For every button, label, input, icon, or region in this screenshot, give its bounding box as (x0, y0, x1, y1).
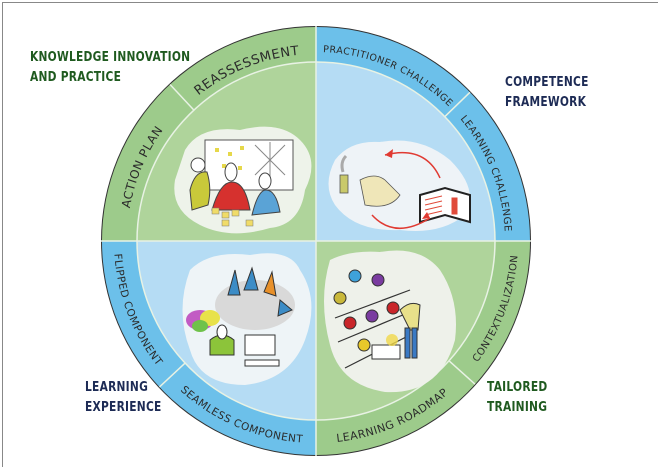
illustration-practice-cycle (328, 140, 471, 231)
corner-label-line: Competence (505, 75, 589, 90)
corner-label-line: Framework (505, 95, 587, 110)
ring-segment-divider (158, 362, 186, 388)
ring-dividers (158, 83, 476, 388)
corner-label-line: Knowledge Innovation (30, 50, 191, 65)
illustration-team-whiteboard (174, 126, 312, 234)
illustration-learning-roadmap (324, 250, 456, 393)
illustration-collaboration-table (182, 253, 312, 385)
ring-segment-divider (169, 83, 195, 111)
corner-label-line: and Practice (30, 70, 122, 85)
corner-label-competence-framework: Competence Framework (505, 73, 589, 113)
ring-segment-divider (448, 360, 476, 385)
corner-label-learning-experience: Learning Experience (85, 378, 162, 418)
ring-segment-divider (444, 91, 471, 118)
corner-label-tailored-training: Tailored Training (487, 378, 547, 418)
corner-label-knowledge-innovation: Knowledge Innovation and Practice (30, 48, 190, 88)
corner-label-line: Experience (85, 400, 162, 415)
corner-label-line: Training (487, 400, 548, 415)
corner-label-line: Tailored (487, 380, 548, 395)
corner-label-line: Learning (85, 380, 149, 395)
